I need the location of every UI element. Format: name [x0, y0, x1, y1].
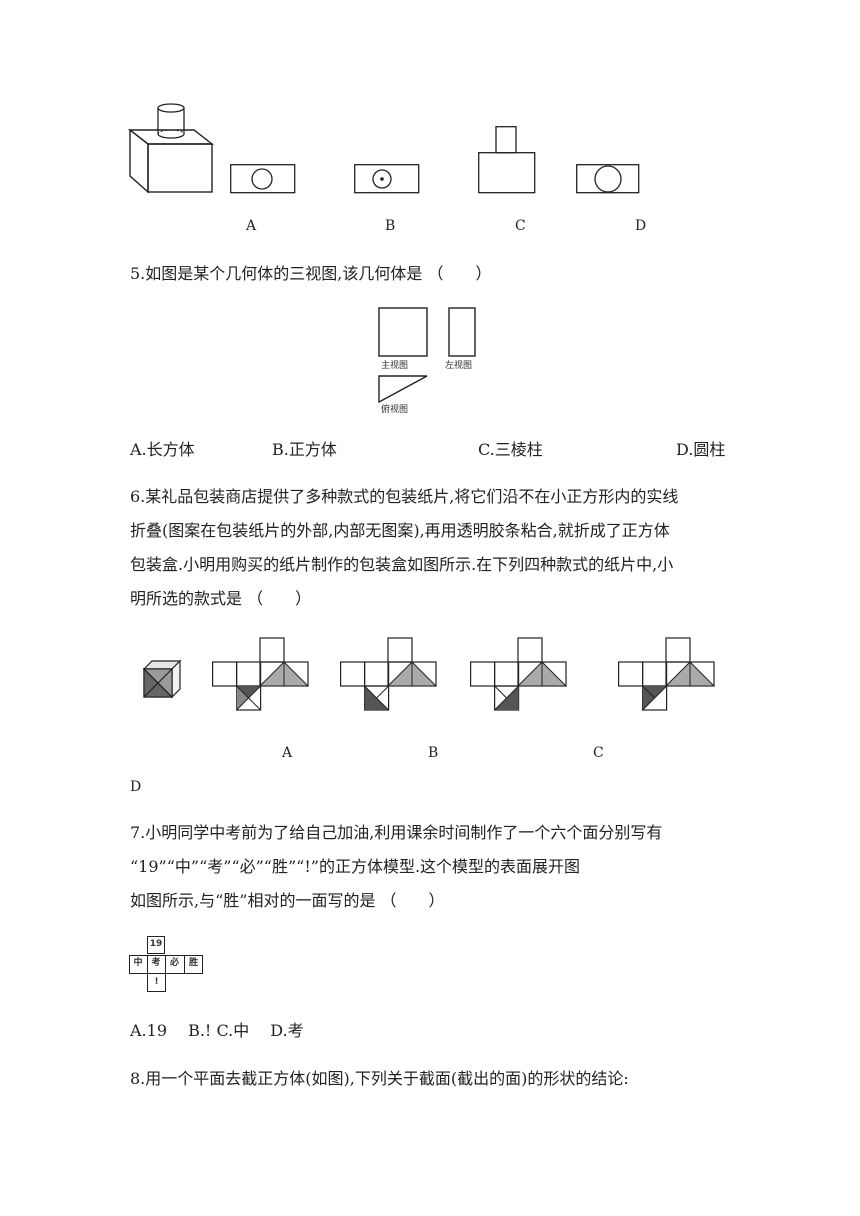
q7-stem-line-2: “19”“中”“考”“必”“胜”“!”的正方体模型.这个模型的表面展开图 — [130, 857, 581, 876]
q4-label-b: B — [385, 218, 396, 234]
q4-option-d-view — [576, 164, 640, 194]
q6-stem-line-2: 折叠(图案在包装纸片的外部,内部无图案),再用透明胶条粘合,就折成了正方体 — [130, 521, 670, 540]
q7-net-cell-bi: 必 — [169, 958, 179, 968]
q4-option-a-view — [230, 164, 296, 194]
q4-label-c: C — [515, 218, 526, 234]
q6-net-option-c — [470, 637, 568, 711]
q6-stem-line-3: 包装盒.小明用购买的纸片制作的包装盒如图所示.在下列四种款式的纸片中,小 — [130, 555, 674, 574]
q6-label-c: C — [593, 745, 604, 761]
q6-net-option-d — [618, 637, 716, 711]
q7-net-cell-19: 19 — [149, 939, 163, 949]
q5-option-b: B.正方体 — [272, 440, 337, 459]
q4-solid-figure — [127, 103, 215, 194]
q6-stem-line-1: 6.某礼品包装商店提供了多种款式的包装纸片,将它们沿不在小正方形内的实线 — [130, 487, 679, 506]
q5-stem: 5.如图是某个几何体的三视图,该几何体是 （ ） — [130, 264, 492, 283]
q7-net-cell-sheng: 胜 — [188, 958, 198, 968]
q7-stem-line-3: 如图所示,与“胜”相对的一面写的是 （ ） — [130, 891, 445, 910]
q5-three-views-figure — [378, 307, 476, 404]
q6-label-a: A — [282, 745, 293, 761]
q5-top-view-label: 俯视图 — [381, 405, 409, 415]
q6-stem-line-4: 明所选的款式是 （ ） — [130, 589, 312, 608]
q6-label-d: D — [130, 779, 142, 795]
q6-gift-box-cube — [142, 659, 182, 699]
q7-net-cell-exclaim: ! — [154, 977, 159, 987]
q7-options: A.19 B.! C.中 D.考 — [130, 1021, 304, 1040]
q5-front-view-label: 主视图 — [381, 361, 409, 371]
q7-net-cell-zhong: 中 — [133, 958, 143, 968]
q4-option-b-view — [354, 164, 420, 194]
q8-stem: 8.用一个平面去截正方体(如图),下列关于截面(截出的面)的形状的结论: — [130, 1069, 629, 1088]
q4-label-a: A — [246, 218, 257, 234]
q6-label-b: B — [428, 745, 439, 761]
q4-option-c-view — [478, 126, 536, 194]
q7-stem-line-1: 7.小明同学中考前为了给自己加油,利用课余时间制作了一个六个面分别写有 — [130, 823, 663, 842]
q5-option-a: A.长方体 — [130, 440, 195, 459]
q5-option-d: D.圆柱 — [676, 440, 726, 459]
q6-net-option-b — [340, 637, 438, 711]
q7-net-cell-kao: 考 — [151, 958, 161, 968]
q7-cube-net: 19 中 考 必 胜 ! — [129, 936, 209, 996]
q6-net-option-a — [212, 637, 310, 711]
q5-option-c: C.三棱柱 — [478, 440, 543, 459]
q5-left-view-label: 左视图 — [445, 361, 473, 371]
q4-label-d: D — [635, 218, 647, 234]
